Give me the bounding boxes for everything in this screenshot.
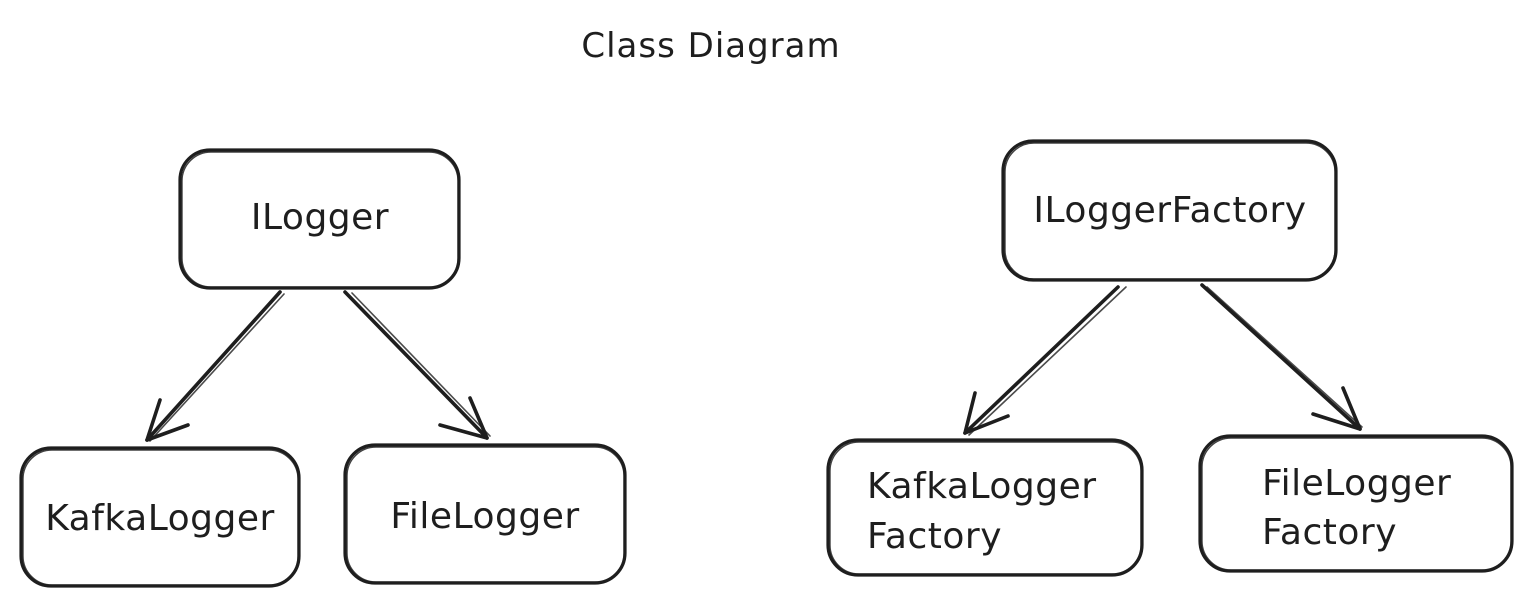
node-kafka-logger[interactable]: KafkaLogger [19,446,301,588]
arrowhead-file-logger-factory [1311,386,1362,431]
node-kafka-logger-factory-box-sketch [829,441,1142,575]
edge-ilogger-factory-to-kafka-logger-factory [963,285,1127,436]
arrowhead-file-logger [438,396,489,440]
node-kafka-logger-factory-box [826,438,1144,577]
node-ilogger-box [178,148,461,290]
edge-ilogger-factory-to-file-logger-factory [1200,283,1363,431]
node-file-logger-factory-box [1198,434,1514,573]
node-file-logger[interactable]: FileLogger [343,443,627,585]
node-file-logger-box-sketch [346,446,625,583]
arrowhead-kafka-logger-factory [963,391,1010,435]
node-ilogger-factory-label: ILoggerFactory [1033,190,1306,231]
edge-ilogger-to-file-logger [343,290,491,440]
node-ilogger-factory[interactable]: ILoggerFactory [1001,139,1338,282]
node-ilogger-factory-box-sketch [1004,142,1336,280]
edge-ilogger-to-kafka-logger [145,290,285,442]
node-kafka-logger-factory-label-line1: KafkaLogger [867,466,1097,507]
node-kafka-logger-factory-label-line2: Factory [867,516,1002,557]
node-file-logger-box [343,443,627,585]
node-file-logger-factory-label-line1: FileLogger [1262,463,1451,504]
node-ilogger[interactable]: ILogger [178,148,461,290]
node-ilogger-box-sketch [181,151,459,288]
node-file-logger-factory-box-sketch [1201,437,1512,571]
node-file-logger-factory[interactable]: FileLogger Factory [1198,434,1514,573]
diagram-title: Class Diagram [581,26,840,66]
node-kafka-logger-label: KafkaLogger [45,498,275,539]
node-file-logger-label: FileLogger [390,496,579,537]
arrowhead-kafka-logger [145,398,190,442]
node-ilogger-factory-box [1001,139,1338,282]
node-kafka-logger-box-sketch [22,449,299,586]
node-kafka-logger-box [19,446,301,588]
node-file-logger-factory-label-line2: Factory [1262,512,1397,553]
node-kafka-logger-factory[interactable]: KafkaLogger Factory [826,438,1144,577]
node-ilogger-label: ILogger [251,197,389,238]
